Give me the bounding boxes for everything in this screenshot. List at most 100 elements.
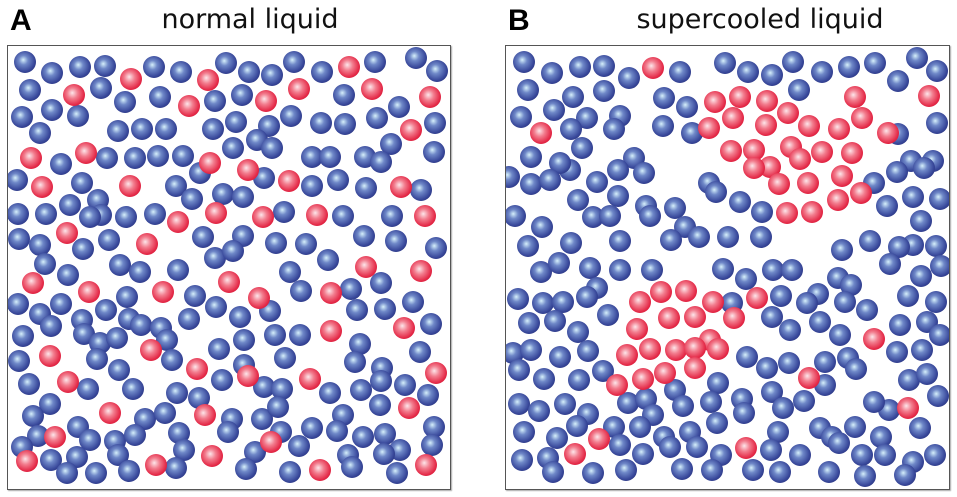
blue-particle [828,432,850,454]
red-particle [400,119,422,141]
red-particle [684,357,706,379]
blue-particle [560,118,582,140]
blue-particle [629,416,651,438]
blue-particle [686,436,708,458]
blue-particle [222,137,244,159]
blue-particle [19,79,41,101]
blue-particle [930,255,949,277]
blue-particle [845,358,867,380]
blue-particle [56,462,78,484]
red-particle [665,339,687,361]
blue-particle [388,96,410,118]
blue-particle [506,166,520,188]
blue-particle [542,461,564,483]
blue-particle [592,360,614,382]
red-particle [218,271,240,293]
red-particle [56,222,78,244]
red-particle [877,122,899,144]
red-particle [650,281,672,303]
blue-particle [11,106,33,128]
blue-particle [772,397,794,419]
blue-particle [756,357,778,379]
blue-particle [8,169,28,191]
blue-particle [924,444,946,466]
blue-particle [733,402,755,424]
blue-particle [507,288,529,310]
blue-particle [528,400,550,422]
panel-a-particles [8,47,448,484]
red-particle [199,152,221,174]
blue-particle [660,229,682,251]
blue-particle [69,56,91,78]
blue-particle [426,60,448,82]
blue-particle [166,382,188,404]
blue-particle [569,56,591,78]
blue-particle [41,62,63,84]
blue-particle [582,206,604,228]
blue-particle [94,55,116,77]
blue-particle [172,145,194,167]
red-particle [425,362,447,384]
blue-particle [671,458,693,480]
blue-particle [539,169,561,191]
blue-particle [385,230,407,252]
blue-particle [811,61,833,83]
red-particle [850,182,872,204]
red-particle [897,397,919,419]
panel-b-title: supercooled liquid [636,4,884,35]
red-particle [16,450,38,472]
red-particle [299,368,321,390]
blue-particle [204,247,226,269]
blue-particle [79,429,101,451]
blue-particle [267,396,289,418]
red-particle [75,142,97,164]
blue-particle [106,327,128,349]
blue-particle [659,436,681,458]
blue-particle [814,351,836,373]
blue-particle [742,459,764,481]
red-particle [684,306,706,328]
blue-particle [352,426,374,448]
blue-particle [681,122,703,144]
blue-particle [582,462,604,484]
red-particle [707,338,729,360]
blue-particle [290,280,312,302]
red-particle [355,256,377,278]
blue-particle [609,434,631,456]
blue-particle [167,259,189,281]
blue-particle [326,420,348,442]
blue-particle [124,424,146,446]
blue-particle [925,235,947,257]
blue-particle [554,393,576,415]
blue-particle [217,421,239,443]
blue-particle [95,299,117,321]
red-particle [410,260,432,282]
blue-particle [344,351,366,373]
red-particle [798,115,820,137]
blue-particle [264,324,286,346]
blue-particle [809,311,831,333]
blue-particle [168,422,190,444]
red-particle [414,205,436,227]
blue-particle [232,186,254,208]
blue-particle [854,465,876,487]
blue-particle [165,175,187,197]
blue-particle [295,233,317,255]
red-particle [390,176,412,198]
blue-particle [98,229,120,251]
blue-particle [609,230,631,252]
blue-particle [597,304,619,326]
blue-particle [204,90,226,112]
blue-particle [421,434,443,456]
red-particle [654,362,676,384]
blue-particle [897,285,919,307]
red-particle [756,90,778,112]
red-particle [797,172,819,194]
blue-particle [8,293,29,315]
blue-particle [364,51,386,73]
blue-particle [366,107,388,129]
red-particle [831,165,853,187]
blue-particle [929,324,949,346]
blue-particle [599,205,621,227]
blue-particle [760,439,782,461]
